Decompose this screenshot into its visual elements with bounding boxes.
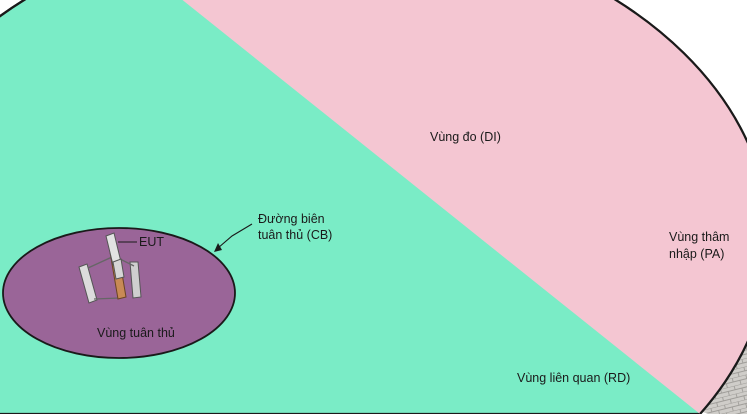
cb-label-line1: Đường biên: [258, 212, 325, 226]
rd-zone-label: Vùng liên quan (RD): [517, 371, 630, 385]
di-zone-label: Vùng đo (DI): [430, 130, 501, 144]
compliance-zone-label: Vùng tuân thủ: [97, 326, 175, 340]
pa-label-line2: nhập (PA): [669, 247, 724, 261]
cb-label-line2: tuân thủ (CB): [258, 228, 332, 242]
cb-arrowhead-icon: [214, 243, 222, 252]
pa-label-line1: Vùng thâm: [669, 230, 729, 244]
di-zone: [170, 0, 747, 414]
eut-label: EUT: [139, 235, 164, 249]
cb-pointer-arrow: [217, 223, 253, 249]
eut-device-icon: [78, 232, 142, 304]
